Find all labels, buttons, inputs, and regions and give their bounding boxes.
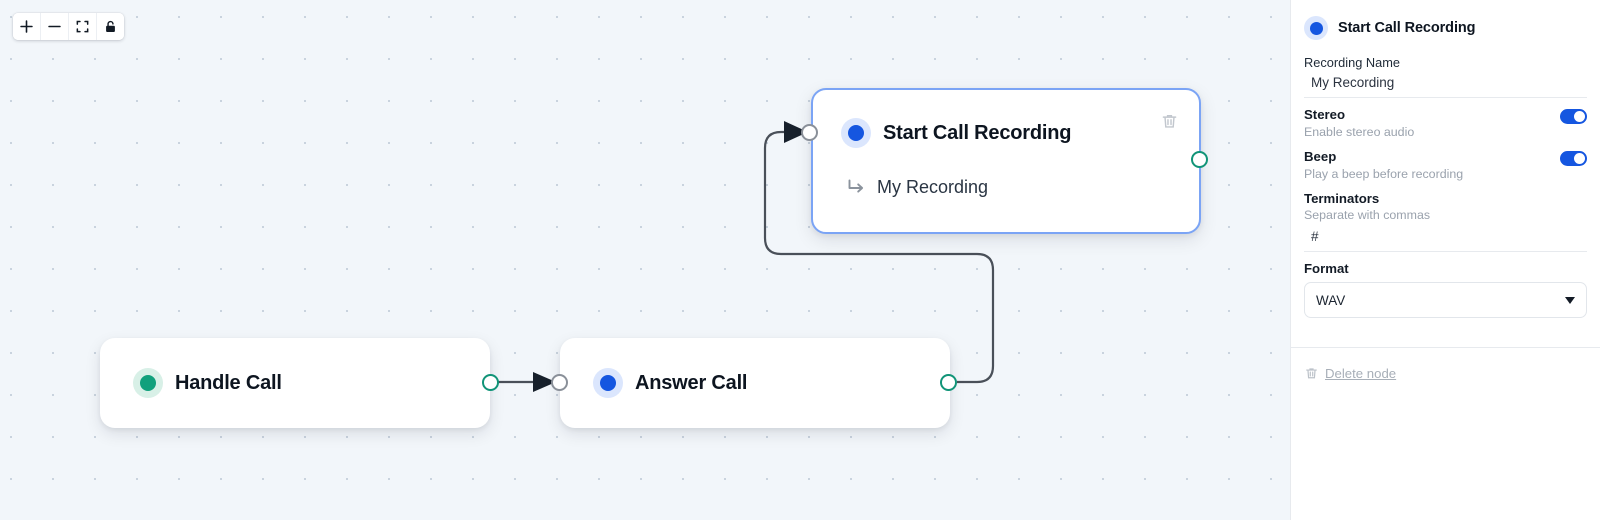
canvas-toolbar	[13, 13, 124, 40]
node-properties-panel: Start Call Recording Recording Name My R…	[1290, 0, 1600, 520]
zoom-out-icon	[48, 25, 61, 28]
handle-out-handle-call[interactable]	[482, 374, 499, 391]
stereo-toggle[interactable]	[1560, 109, 1587, 124]
node-status-dot	[593, 368, 623, 398]
field-beep: Beep Play a beep before recording	[1304, 140, 1587, 182]
handle-out-start-call-recording[interactable]	[1191, 151, 1208, 168]
stereo-description: Enable stereo audio	[1304, 125, 1415, 139]
node-delete-button[interactable]	[1160, 112, 1179, 136]
field-recording-name: Recording Name My Recording	[1304, 50, 1587, 98]
toggle-knob	[1574, 153, 1585, 164]
zoom-in-icon	[20, 20, 33, 33]
panel-header: Start Call Recording	[1291, 0, 1600, 50]
node-title: Start Call Recording	[883, 121, 1072, 144]
terminators-description: Separate with commas	[1304, 208, 1431, 222]
format-selected-value: WAV	[1316, 292, 1346, 308]
trash-icon	[1306, 368, 1317, 379]
node-start-call-recording[interactable]: Start Call Recording My Recordin	[811, 88, 1201, 234]
recording-name-label: Recording Name	[1304, 55, 1401, 70]
fit-view-icon	[76, 20, 89, 33]
edges-layer	[497, 121, 995, 392]
panel-fields: Recording Name My Recording Stereo Enabl…	[1291, 50, 1600, 318]
node-title: Answer Call	[635, 371, 748, 394]
delete-node-button[interactable]: Delete node	[1291, 348, 1600, 381]
terminators-input[interactable]: #	[1304, 227, 1587, 252]
zoom-out-button[interactable]	[41, 13, 69, 40]
chevron-down-icon	[1565, 296, 1575, 304]
flow-canvas[interactable]: Handle Call Answer Call Start Call Recor…	[0, 0, 1290, 520]
node-status-dot	[841, 118, 871, 148]
stereo-label: Stereo	[1304, 107, 1346, 122]
beep-description: Play a beep before recording	[1304, 167, 1464, 181]
arrow-turn-down-right-icon	[848, 179, 864, 193]
lock-icon	[106, 20, 115, 32]
handle-in-start-call-recording[interactable]	[801, 124, 818, 141]
handle-out-answer-call[interactable]	[940, 374, 957, 391]
format-select[interactable]: WAV	[1304, 282, 1587, 318]
stereo-text: Stereo Enable stereo audio	[1304, 107, 1414, 140]
panel-title: Start Call Recording	[1338, 20, 1476, 36]
panel-divider	[1291, 347, 1600, 348]
node-status-dot	[133, 368, 163, 398]
lock-button[interactable]	[97, 13, 124, 40]
node-title: Handle Call	[175, 371, 282, 394]
recording-name-input[interactable]: My Recording	[1304, 73, 1587, 98]
beep-text: Beep Play a beep before recording	[1304, 149, 1463, 182]
format-label: Format	[1304, 261, 1349, 276]
toggle-knob	[1574, 111, 1585, 122]
fit-view-button[interactable]	[69, 13, 97, 40]
panel-status-dot	[1304, 16, 1328, 40]
beep-label: Beep	[1304, 149, 1337, 164]
beep-toggle[interactable]	[1560, 151, 1587, 166]
handle-in-answer-call[interactable]	[551, 374, 568, 391]
field-terminators: Terminators Separate with commas #	[1304, 182, 1587, 252]
node-handle-call[interactable]: Handle Call	[100, 338, 490, 428]
zoom-in-button[interactable]	[13, 13, 41, 40]
node-subtitle: My Recording	[877, 176, 989, 197]
terminators-label: Terminators	[1304, 191, 1380, 206]
field-stereo: Stereo Enable stereo audio	[1304, 98, 1587, 140]
node-answer-call[interactable]: Answer Call	[560, 338, 950, 428]
trash-icon	[1162, 114, 1177, 128]
delete-node-label: Delete node	[1325, 366, 1397, 381]
field-format: Format WAV	[1304, 252, 1587, 318]
